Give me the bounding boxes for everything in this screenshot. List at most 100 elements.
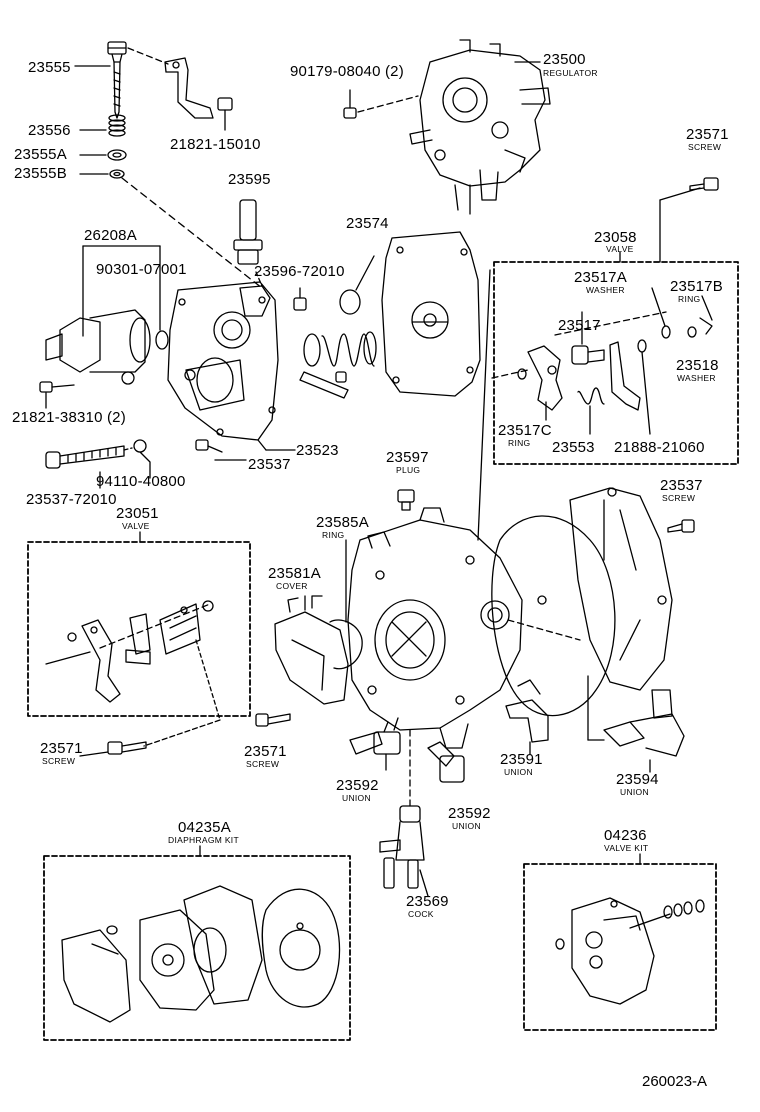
valve-kit-parts-icon: [555, 897, 705, 1005]
regulator-body-icon: [167, 281, 279, 441]
part-desc-23571-left: SCREW: [42, 756, 76, 766]
cover-icon: [274, 595, 349, 705]
spring-icon: [577, 387, 605, 405]
part-desc-23051: VALVE: [122, 521, 150, 531]
adjust-screw-icon: [107, 41, 127, 119]
screw-icon: [667, 519, 695, 533]
rear-cover-icon: [569, 487, 673, 691]
washer-icon: [637, 339, 647, 353]
o-ring-icon: [329, 619, 363, 670]
part-label-21821-15010: 21821-15010: [170, 136, 261, 153]
part-desc-04236: VALVE KIT: [604, 843, 649, 853]
part-label-23500: 23500: [543, 51, 586, 68]
part-desc-04235a: DIAPHRAGM KIT: [168, 835, 239, 845]
screw-icon: [195, 439, 223, 453]
part-label-23555: 23555: [28, 59, 71, 76]
gasket-ring-icon: [133, 439, 147, 453]
diaphragm-gasket-icon: [381, 231, 481, 397]
part-desc-23058: VALVE: [606, 244, 634, 254]
clip-ring-icon: [699, 317, 713, 335]
part-desc-23581a: COVER: [276, 581, 308, 591]
main-regulator-body-icon: [347, 507, 523, 749]
part-label-23592-left: 23592: [336, 777, 379, 794]
part-desc-23585a: RING: [322, 530, 345, 540]
part-label-23517a: 23517A: [574, 269, 627, 286]
part-desc-23517a: WASHER: [586, 285, 625, 295]
part-label-23523: 23523: [296, 442, 339, 459]
valve-kit-2-box: [523, 863, 717, 1031]
part-label-23537-72010: 23537-72010: [26, 491, 117, 508]
part-label-23585a: 23585A: [316, 514, 369, 531]
part-label-23517: 23517: [558, 317, 601, 334]
part-label-23537-right: 23537: [660, 477, 703, 494]
part-label-04235a: 04235A: [178, 819, 231, 836]
washer-icon: [107, 149, 127, 179]
spring-icon: [303, 331, 377, 367]
plug-icon: [397, 489, 415, 511]
valve-linkage-icon: [45, 600, 214, 703]
part-label-23592-right: 23592: [448, 805, 491, 822]
part-desc-23591: UNION: [504, 767, 533, 777]
part-desc-23518: WASHER: [677, 373, 716, 383]
bolt-icon: [343, 89, 357, 119]
bolt-icon: [39, 381, 75, 393]
part-label-26208a: 26208A: [84, 227, 137, 244]
part-label-23518: 23518: [676, 357, 719, 374]
solenoid-valve-icon: [45, 309, 151, 385]
valve-lever-icon: [527, 341, 641, 411]
washer-icon: [687, 326, 697, 338]
part-label-23597: 23597: [386, 449, 429, 466]
spring-icon: [108, 114, 126, 137]
part-desc-23517b: RING: [678, 294, 701, 304]
union-fitting-icon: [427, 741, 465, 783]
part-desc-23592-right: UNION: [452, 821, 481, 831]
o-ring-icon: [155, 330, 169, 350]
part-label-23517b: 23517B: [670, 278, 723, 295]
part-desc-23597: PLUG: [396, 465, 421, 475]
part-label-23595: 23595: [228, 171, 271, 188]
part-desc-23537-right: SCREW: [662, 493, 696, 503]
part-label-23537-mid: 23537: [248, 456, 291, 473]
part-label-23591: 23591: [500, 751, 543, 768]
long-bolt-icon: [45, 445, 125, 469]
long-union-icon: [603, 689, 685, 757]
part-label-90179-08040: 90179-08040 (2): [290, 63, 404, 80]
part-label-23571-top: 23571: [686, 126, 729, 143]
part-desc-23517c: RING: [508, 438, 531, 448]
diaphragm-kit-parts-icon: [61, 885, 341, 1023]
part-label-23553: 23553: [552, 439, 595, 456]
part-label-23555b: 23555B: [14, 165, 67, 182]
part-label-21821-38310: 21821-38310 (2): [12, 409, 126, 426]
plug-icon: [293, 297, 307, 311]
diaphragm-kit-box: [43, 855, 351, 1041]
union-fitting-icon: [349, 717, 401, 755]
valve-assembly-box: [27, 541, 251, 717]
part-label-23581a: 23581A: [268, 565, 321, 582]
diaphragm-icon: [491, 515, 616, 717]
part-label-23051: 23051: [116, 505, 159, 522]
part-desc-23592-left: UNION: [342, 793, 371, 803]
part-label-23574: 23574: [346, 215, 389, 232]
drain-cock-icon: [379, 729, 425, 889]
part-label-21888-21060: 21888-21060: [614, 439, 705, 456]
part-label-23596-72010: 23596-72010: [254, 263, 345, 280]
valve-kit-box: [493, 261, 739, 465]
part-label-23569: 23569: [406, 893, 449, 910]
part-label-04236: 04236: [604, 827, 647, 844]
part-desc-23594: UNION: [620, 787, 649, 797]
part-label-23058: 23058: [594, 229, 637, 246]
part-desc-23500: REGULATOR: [543, 68, 598, 78]
screw-icon: [107, 741, 147, 755]
nipple-fitting-icon: [233, 199, 263, 265]
o-ring-icon: [339, 289, 361, 315]
screw-icon: [255, 713, 291, 727]
part-label-23571-mid: 23571: [244, 743, 287, 760]
ring-icon: [517, 368, 527, 380]
part-label-23556: 23556: [28, 122, 71, 139]
piston-valve-icon: [299, 371, 349, 399]
part-desc-23569: COCK: [408, 909, 434, 919]
elbow-union-icon: [505, 679, 549, 743]
part-desc-23571-top: SCREW: [688, 142, 722, 152]
bracket-icon: [164, 57, 233, 131]
